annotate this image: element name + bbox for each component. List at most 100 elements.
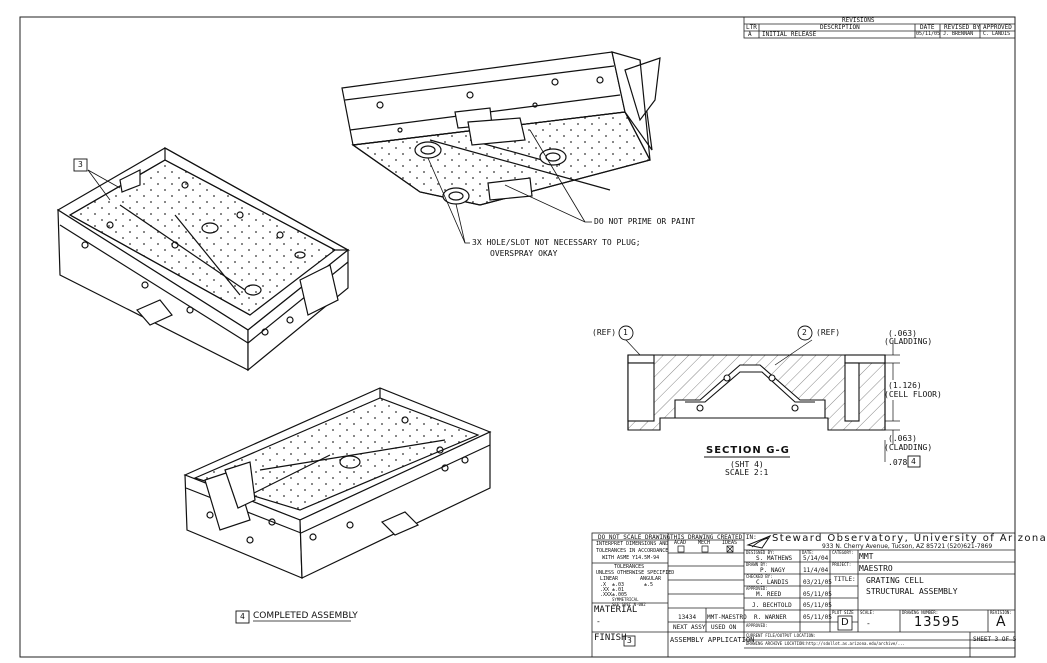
section-dimensions (625, 339, 900, 462)
tb-approved1-date: 05/11/05 (803, 591, 832, 598)
tb-next-assy-name: MMT-MAESTRO (707, 614, 747, 621)
tb-tol-x: .X (600, 582, 607, 588)
tb-project-label: PROJECT: (832, 562, 852, 567)
section-ref1: (REF) (592, 328, 617, 337)
rev-header-description: DESCRIPTION (820, 24, 860, 31)
iso-view-top-left (56, 146, 351, 372)
dim-top-label: (CLADDING) (884, 337, 933, 346)
tb-checked-label: CHECKED BY: (746, 574, 773, 579)
note-plug-line2: OVERSPRAY OKAY (490, 249, 558, 258)
tb-approved3-date: 05/11/05 (803, 614, 832, 621)
section-flag4-box (907, 455, 921, 468)
section-sheet-ref: (SHT 4) (730, 460, 764, 469)
tb-finish-label: FINISH (594, 633, 627, 643)
note-plug-line1: 3X HOLE/SLOT NOT NECESSARY TO PLUG; (472, 238, 641, 247)
section-flag4: 4 (911, 457, 916, 466)
tb-title-label: TITLE: (834, 576, 856, 583)
sheet-border (19, 16, 1016, 658)
tb-checked-by: C. LANDIS (756, 579, 789, 586)
tb-drawn-by: P. NAGY (760, 567, 786, 574)
tb-approved-label: APPROVED: (746, 586, 768, 591)
tb-tol-xxx: .XXX (600, 592, 613, 598)
section-ref2: (REF) (816, 328, 841, 337)
callout-3-box (73, 158, 88, 172)
tb-checked-date: 03/21/05 (803, 579, 832, 586)
drawing-sheet (19, 16, 1016, 658)
tb-next-assy-label: NEXT ASSY (673, 624, 706, 631)
rev-header-revised-by: REVISED BY (944, 24, 981, 31)
section-num1: 1 (623, 328, 628, 337)
dim-bot-label: (CLADDING) (884, 443, 933, 452)
tb-approved1: M. REED (756, 591, 782, 598)
tb-created-mech: MECH (698, 540, 711, 546)
tb-tol-xx: .XX (600, 587, 610, 593)
completed-flag-box (235, 610, 250, 624)
tb-drawing-number: 13595 (914, 615, 961, 630)
rev-row-ltr: A (748, 31, 752, 38)
tb-created-acad: ACAD (674, 540, 687, 546)
finish-flag-box (623, 635, 636, 647)
tb-plot-size-label: PLOT SIZE (832, 610, 854, 615)
tb-approved3: R. WARNER (754, 614, 787, 621)
tb-revision-label: REVISION: (990, 610, 1012, 615)
rev-row-approved: C. LANDIS (983, 31, 1011, 37)
tb-drawing-number-label: DRAWING NUMBER: (902, 610, 939, 615)
tb-scale-label: SCALE: (860, 610, 875, 615)
checkbox-mech (701, 545, 709, 553)
tb-created-label: THIS DRAWING CREATED IN: (670, 534, 757, 541)
rev-row-description: INITIAL RELEASE (762, 31, 817, 38)
tb-interpret3: WITH ASME Y14.5M-94 (602, 555, 660, 561)
tb-tol-xx-val: ±.01 (612, 587, 625, 593)
tb-used-on-label: USED ON (711, 624, 737, 631)
tb-date-label: DATE: (802, 550, 815, 555)
tb-approved2: J. BECHTOLD (752, 602, 792, 609)
tb-title2: STRUCTURAL ASSEMBLY (866, 587, 958, 596)
tb-sheet: SHEET 3 OF 5 (973, 636, 1017, 643)
tb-created-ideas: IDEAS (722, 540, 738, 546)
tb-approved4-label: APPROVED: (746, 623, 768, 628)
tb-angular: ANGULAR (640, 576, 662, 582)
tb-sym1: SYMMETRICAL (612, 597, 639, 602)
section-num2: 2 (802, 328, 807, 337)
tb-org: Steward Observatory, University of Arizo… (772, 533, 1047, 544)
leaders-callout-3 (87, 169, 121, 201)
completed-label: COMPLETED ASSEMBLY (253, 611, 358, 621)
rev-row-date: 05/11/05 (916, 31, 941, 37)
iso-view-completed (183, 387, 492, 579)
dim-top: (.063) (888, 329, 917, 338)
tb-sym2: SEE SPEC N-002 (612, 602, 646, 607)
tb-material-val: - (596, 617, 601, 626)
leaders-underside (427, 129, 592, 244)
tb-scale: - (866, 619, 871, 628)
tb-category: MMT (859, 552, 874, 561)
tb-interpret1: INTERPRET DIMENSIONS AND (596, 541, 669, 547)
tb-current-loc: CURRENT FILE/OUTPUT LOCATION: (746, 633, 816, 638)
checkbox-acad (677, 545, 685, 553)
tb-category-label: CATEGORY: (832, 550, 854, 555)
tb-drawn-date: 11/4/04 (803, 567, 829, 574)
tb-tol-ang: ±.5 (644, 582, 654, 588)
tb-linear: LINEAR (600, 576, 619, 582)
dim-mid-label: (CELL FLOOR) (884, 390, 942, 399)
tb-interpret2: TOLERANCES IN ACCORDANCE (596, 548, 669, 554)
section-num2-circle (797, 325, 813, 341)
rev-header-ltr: LTR (746, 24, 757, 31)
tb-designed-by: S. MATHEWS (756, 555, 793, 562)
note-no-prime: DO NOT PRIME OR PAINT (594, 217, 696, 226)
dim-bot: (.063) (888, 434, 917, 443)
callout-3-label: 3 (78, 160, 83, 169)
revisions-table (743, 16, 1016, 39)
title-block-frame (591, 532, 1016, 658)
tb-tol-sub: UNLESS OTHERWISE SPECIFIED (596, 570, 675, 576)
tb-assy-app: ASSEMBLY APPLICATION (670, 636, 755, 644)
tb-finish-flag: 3 (627, 636, 632, 645)
observatory-logo (746, 534, 772, 549)
tb-tol-title: TOLERANCES (614, 564, 645, 570)
rev-header-date: DATE (920, 24, 935, 31)
rev-row-revised-by: J. BRENNAN (943, 31, 974, 37)
section-title: SECTION G-G (706, 445, 790, 456)
tb-dns-title: DO NOT SCALE DRAWING (598, 534, 671, 541)
dim-078: .078 (888, 458, 908, 467)
tb-designed-date: 5/14/04 (803, 555, 829, 562)
section-num1-circle (618, 325, 634, 341)
